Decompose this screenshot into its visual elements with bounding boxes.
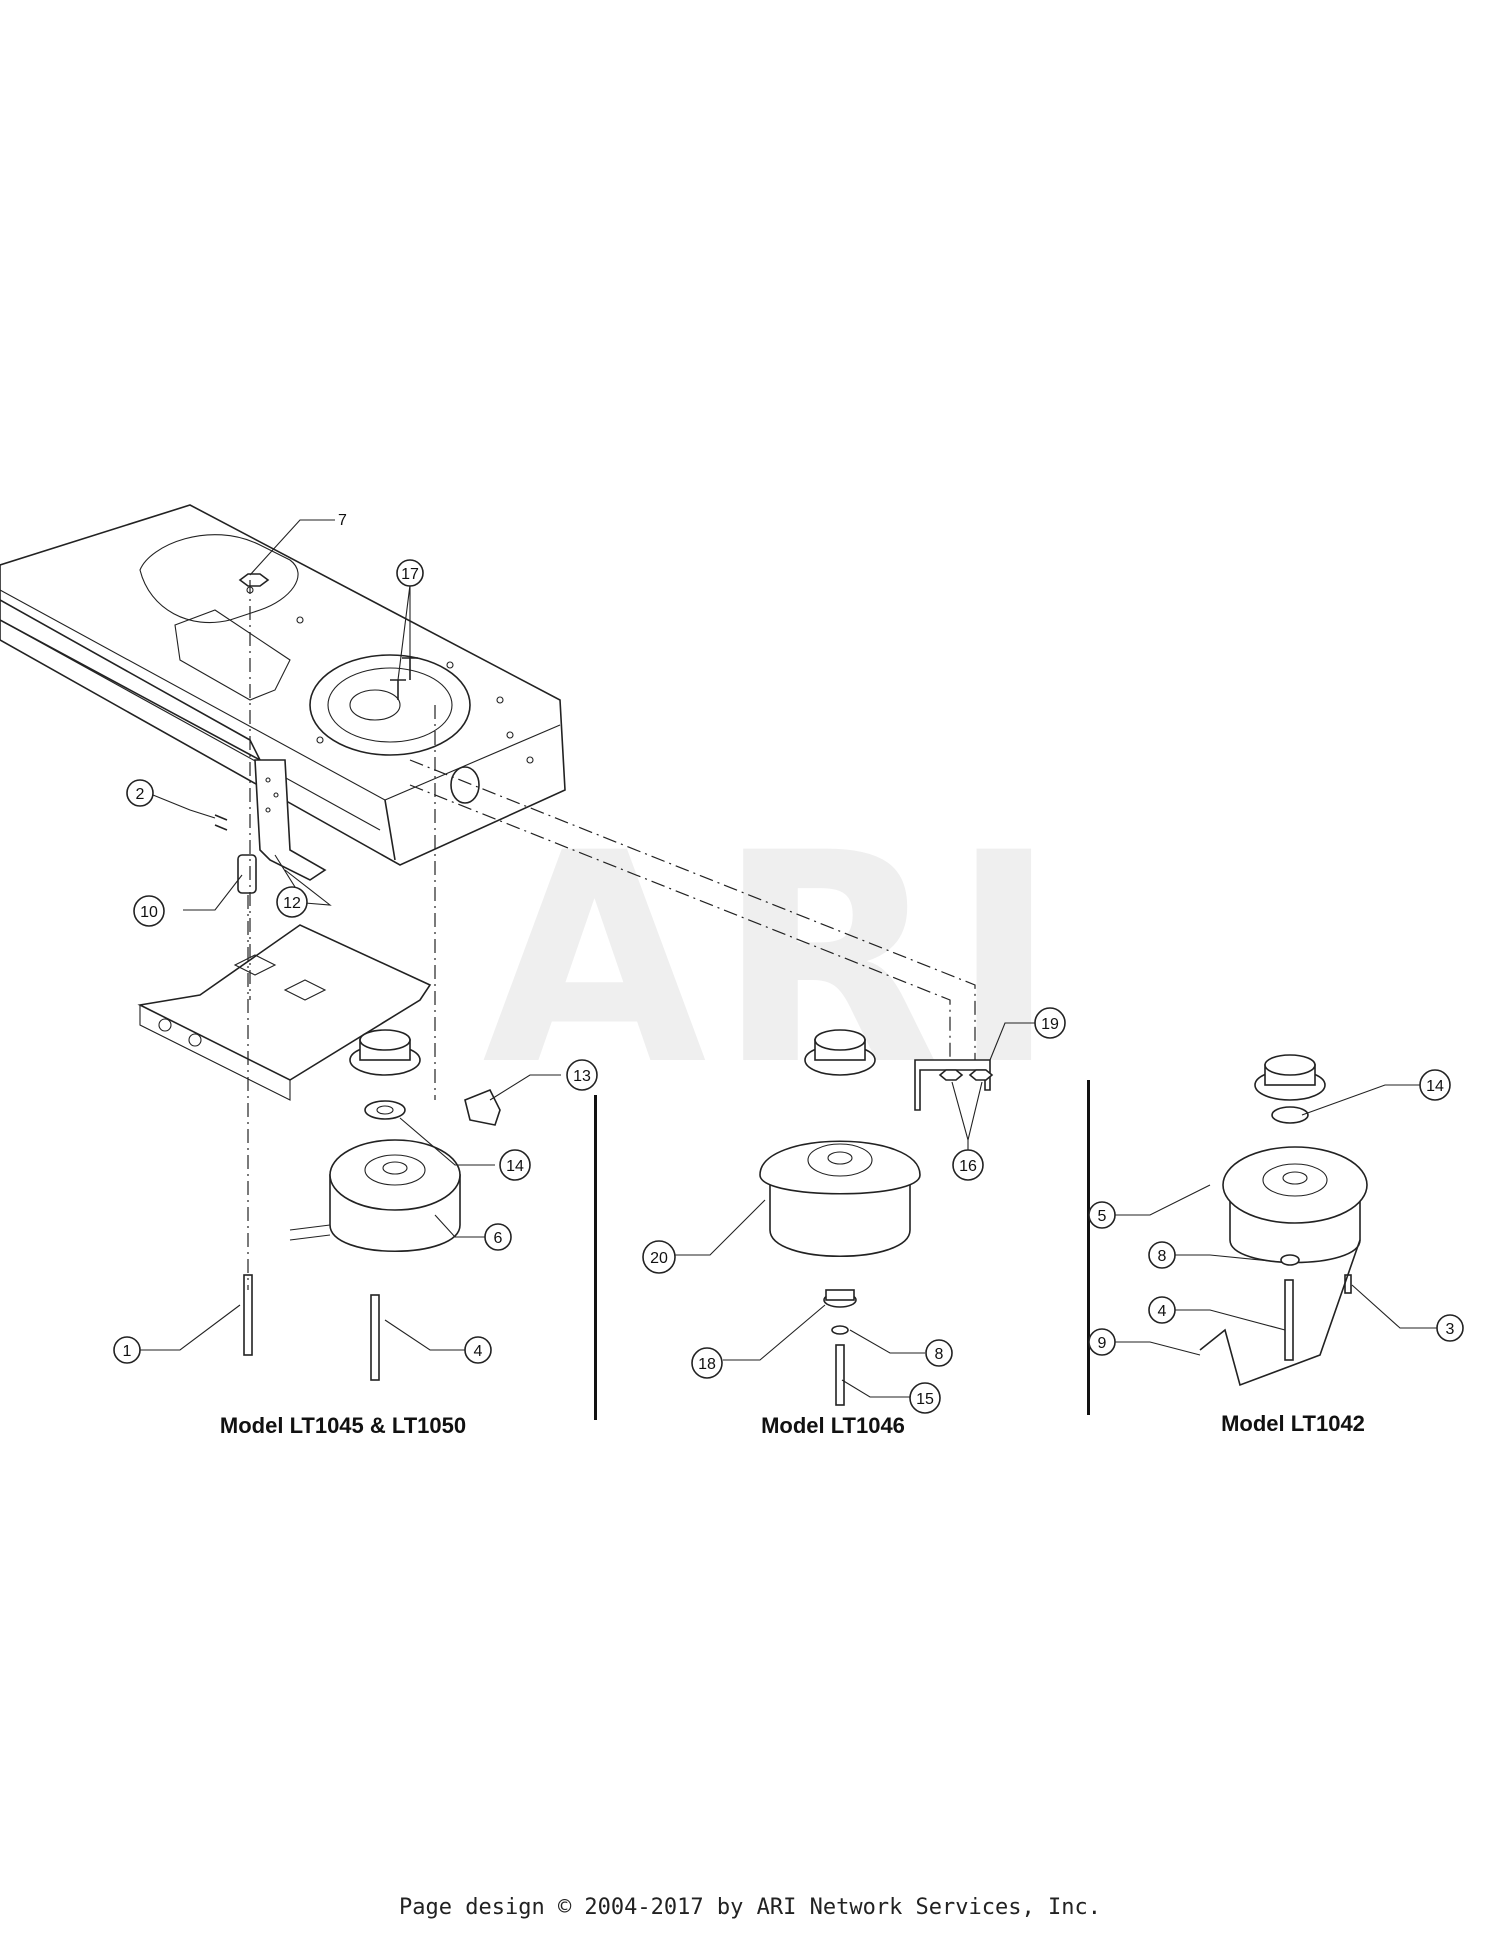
- callout-2: 2: [126, 779, 154, 807]
- svg-text:8: 8: [935, 1346, 944, 1363]
- callout-13: 13: [566, 1059, 598, 1091]
- callout-16: 16: [952, 1149, 984, 1181]
- callout-1: 1: [113, 1336, 141, 1364]
- svg-text:18: 18: [698, 1356, 716, 1373]
- svg-text:17: 17: [401, 566, 419, 583]
- lt1045-parts: [243, 1029, 501, 1381]
- svg-text:19: 19: [1041, 1016, 1059, 1033]
- callout-14-lt1045: 14: [499, 1149, 531, 1181]
- spacer-10: [237, 854, 257, 894]
- svg-text:20: 20: [650, 1250, 668, 1267]
- callout-18: 18: [691, 1347, 723, 1379]
- callout-19: 19: [1034, 1007, 1066, 1039]
- svg-text:6: 6: [494, 1230, 503, 1247]
- callout-4-lt1045: 4: [464, 1336, 492, 1364]
- callout-3: 3: [1436, 1314, 1464, 1342]
- callout-12: 12: [276, 886, 308, 918]
- model-label-lt1046: Model LT1046: [761, 1413, 905, 1438]
- svg-text:15: 15: [916, 1391, 934, 1408]
- svg-text:14: 14: [1426, 1078, 1444, 1095]
- svg-text:10: 10: [140, 904, 158, 921]
- svg-text:9: 9: [1098, 1335, 1107, 1352]
- svg-text:12: 12: [283, 895, 301, 912]
- callout-10: 10: [133, 895, 165, 927]
- svg-text:5: 5: [1098, 1208, 1107, 1225]
- divider-left: [594, 1095, 597, 1420]
- callout-6: 6: [484, 1223, 512, 1251]
- callout-8-lt1046: 8: [925, 1339, 953, 1367]
- model-label-lt1045-lt1050: Model LT1045 & LT1050: [220, 1413, 466, 1438]
- callout-4-lt1042: 4: [1148, 1296, 1176, 1324]
- svg-text:4: 4: [1158, 1303, 1167, 1320]
- callout-17: 17: [396, 559, 424, 587]
- callout-14-lt1042: 14: [1419, 1069, 1451, 1101]
- lt1046-parts: [759, 1029, 994, 1406]
- assembly-lines: [247, 580, 976, 1290]
- leader-lines: [140, 519, 1437, 1398]
- callout-9: 9: [1088, 1328, 1116, 1356]
- divider-right: [1087, 1080, 1090, 1415]
- model-label-lt1042: Model LT1042: [1221, 1411, 1365, 1436]
- lt1042-parts: [1199, 1054, 1368, 1387]
- svg-text:16: 16: [959, 1158, 977, 1175]
- svg-text:4: 4: [474, 1343, 483, 1360]
- callout-20: 20: [642, 1240, 676, 1274]
- svg-text:2: 2: [136, 786, 145, 803]
- svg-text:1: 1: [123, 1343, 132, 1360]
- copyright-footer: Page design © 2004-2017 by ARI Network S…: [399, 1895, 1101, 1920]
- svg-text:3: 3: [1446, 1321, 1455, 1338]
- callout-15: 15: [909, 1382, 941, 1414]
- callout-7: 7: [338, 512, 347, 529]
- callout-5: 5: [1088, 1201, 1116, 1229]
- bracket-12: [214, 759, 327, 881]
- svg-text:8: 8: [1158, 1248, 1167, 1265]
- svg-text:14: 14: [506, 1158, 524, 1175]
- tractor-frame: [0, 504, 566, 866]
- callout-8-lt1042: 8: [1148, 1241, 1176, 1269]
- svg-text:13: 13: [573, 1068, 591, 1085]
